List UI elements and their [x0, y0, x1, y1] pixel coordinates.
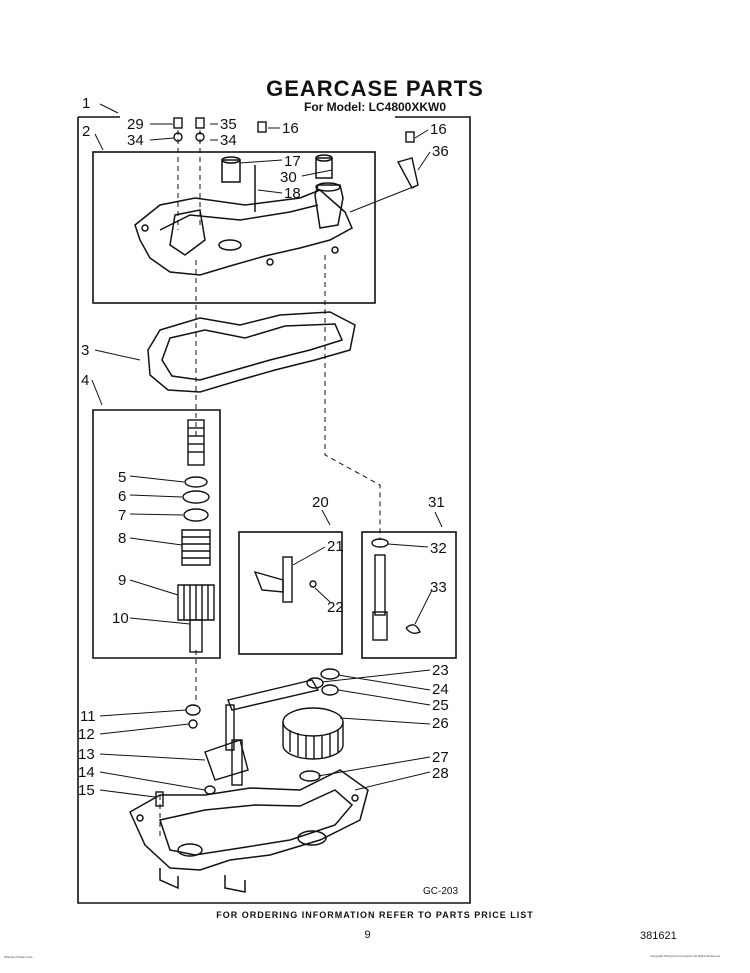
callout-20: 20 — [312, 494, 329, 511]
callout-16-left: 16 — [282, 120, 299, 137]
callout-21: 21 — [327, 538, 344, 555]
callout-29: 29 — [127, 116, 144, 133]
callout-31: 31 — [428, 494, 445, 511]
callout-35: 35 — [220, 116, 237, 133]
callout-9: 9 — [118, 572, 126, 589]
callout-34-left: 34 — [127, 132, 144, 149]
callout-24: 24 — [432, 681, 449, 698]
callout-25: 25 — [432, 697, 449, 714]
callout-1: 1 — [82, 95, 90, 112]
callout-15: 15 — [78, 782, 95, 799]
shaft-box-4 — [92, 409, 221, 659]
page-number: 9 — [364, 929, 371, 941]
callout-3: 3 — [81, 342, 89, 359]
callout-2: 2 — [82, 123, 90, 140]
callout-5: 5 — [118, 469, 126, 486]
callout-34-right: 34 — [220, 132, 237, 149]
drive-train — [155, 668, 344, 807]
gearcase-base — [129, 769, 369, 893]
callout-6: 6 — [118, 488, 126, 505]
callout-23: 23 — [432, 662, 449, 679]
callout-7: 7 — [118, 507, 126, 524]
fork-box-20 — [238, 531, 343, 655]
document-number: 381621 — [640, 930, 677, 942]
callout-32: 32 — [430, 540, 447, 557]
page-title: GEARCASE PARTS — [266, 76, 484, 101]
ordering-note: FOR ORDERING INFORMATION REFER TO PARTS … — [216, 910, 534, 920]
callout-14: 14 — [78, 764, 95, 781]
callout-4: 4 — [81, 372, 89, 389]
callout-11: 11 — [80, 708, 96, 725]
assembly-box-1 — [77, 116, 471, 904]
gasket — [147, 311, 356, 393]
callout-16-right: 16 — [430, 121, 447, 138]
callout-28: 28 — [432, 765, 449, 782]
pinion-box-31 — [361, 531, 457, 659]
cover-box-2 — [92, 151, 376, 304]
callout-36: 36 — [432, 143, 449, 160]
diagram-code: GC-203 — [423, 886, 458, 897]
shift-fork — [253, 556, 317, 603]
callout-27: 27 — [432, 749, 449, 766]
agitator-shaft — [177, 419, 215, 653]
pinion-shaft — [371, 538, 421, 641]
fineprint-right: Copyright Whirlpool Corporation All Righ… — [650, 954, 720, 958]
callout-10: 10 — [112, 610, 129, 627]
model-subtitle: For Model: LC4800XKW0 — [303, 100, 447, 114]
callout-30: 30 — [280, 169, 297, 186]
callout-33: 33 — [430, 579, 447, 596]
callout-18: 18 — [284, 185, 301, 202]
fineprint-left: Whirlpool Model Lists — [4, 955, 33, 959]
callout-22: 22 — [327, 599, 344, 616]
callout-13: 13 — [78, 746, 95, 763]
callout-8: 8 — [118, 530, 126, 547]
callout-12: 12 — [78, 726, 95, 743]
callout-17: 17 — [284, 153, 301, 170]
gearcase-cover — [134, 154, 353, 276]
callout-26: 26 — [432, 715, 449, 732]
